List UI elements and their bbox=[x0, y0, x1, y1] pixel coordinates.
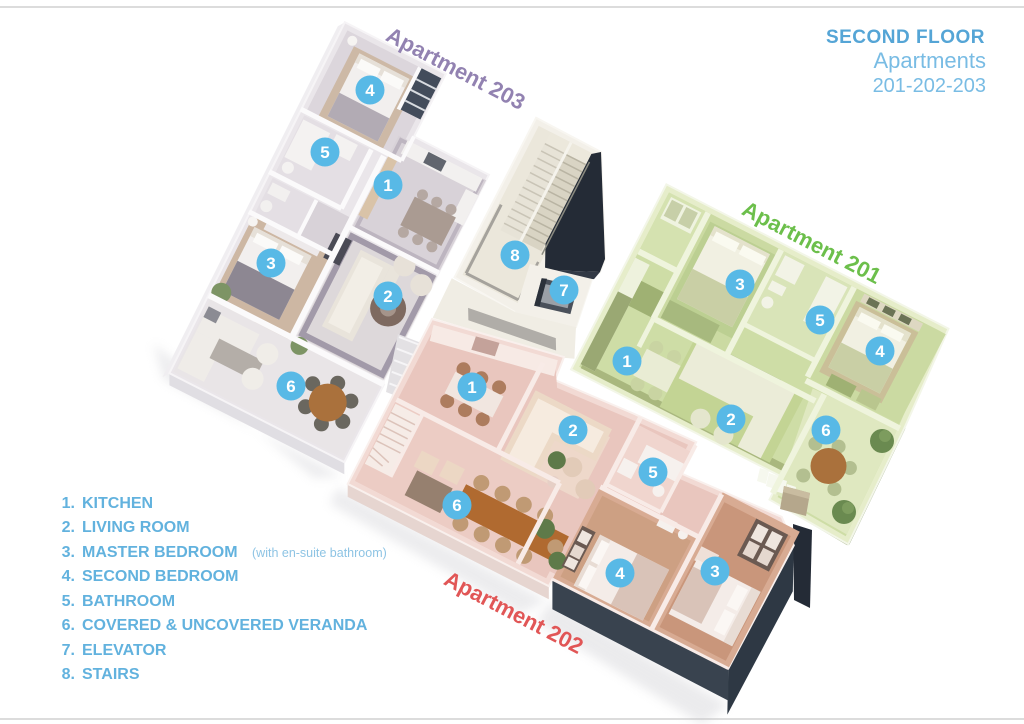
svg-text:(with en-suite bathroom): (with en-suite bathroom) bbox=[252, 546, 387, 560]
svg-text:8: 8 bbox=[510, 246, 519, 265]
svg-text:2: 2 bbox=[383, 287, 392, 306]
svg-text:BATHROOM: BATHROOM bbox=[82, 593, 175, 610]
svg-text:Apartments: Apartments bbox=[874, 48, 987, 73]
svg-text:2: 2 bbox=[726, 410, 735, 429]
svg-text:5: 5 bbox=[648, 463, 657, 482]
svg-text:1: 1 bbox=[467, 378, 476, 397]
svg-text:6: 6 bbox=[821, 421, 830, 440]
svg-text:6: 6 bbox=[452, 496, 461, 515]
svg-text:STAIRS: STAIRS bbox=[82, 666, 140, 683]
svg-text:5: 5 bbox=[320, 143, 329, 162]
svg-text:3: 3 bbox=[710, 562, 719, 581]
svg-text:4: 4 bbox=[365, 81, 375, 100]
svg-text:6: 6 bbox=[286, 377, 295, 396]
svg-text:6.: 6. bbox=[62, 617, 75, 634]
svg-text:3.: 3. bbox=[62, 544, 75, 561]
svg-text:5: 5 bbox=[815, 311, 824, 330]
svg-text:7: 7 bbox=[559, 281, 568, 300]
svg-text:KITCHEN: KITCHEN bbox=[82, 495, 153, 512]
svg-text:4.: 4. bbox=[62, 568, 75, 585]
svg-text:2: 2 bbox=[568, 421, 577, 440]
svg-text:5.: 5. bbox=[62, 593, 75, 610]
svg-text:4: 4 bbox=[615, 564, 625, 583]
svg-text:2.: 2. bbox=[62, 519, 75, 536]
svg-text:1.: 1. bbox=[62, 495, 75, 512]
svg-text:COVERED & UNCOVERED VERANDA: COVERED & UNCOVERED VERANDA bbox=[82, 617, 368, 634]
svg-text:7.: 7. bbox=[62, 642, 75, 659]
svg-text:3: 3 bbox=[266, 254, 275, 273]
svg-text:201-202-203: 201-202-203 bbox=[873, 75, 986, 97]
svg-text:SECOND BEDROOM: SECOND BEDROOM bbox=[82, 568, 238, 585]
svg-text:MASTER BEDROOM: MASTER BEDROOM bbox=[82, 544, 238, 561]
svg-text:1: 1 bbox=[383, 176, 392, 195]
svg-text:1: 1 bbox=[622, 352, 631, 371]
svg-text:SECOND FLOOR: SECOND FLOOR bbox=[826, 27, 985, 48]
svg-text:ELEVATOR: ELEVATOR bbox=[82, 642, 167, 659]
svg-text:8.: 8. bbox=[62, 666, 75, 683]
svg-text:4: 4 bbox=[875, 342, 885, 361]
svg-text:LIVING ROOM: LIVING ROOM bbox=[82, 519, 190, 536]
svg-text:3: 3 bbox=[735, 275, 744, 294]
